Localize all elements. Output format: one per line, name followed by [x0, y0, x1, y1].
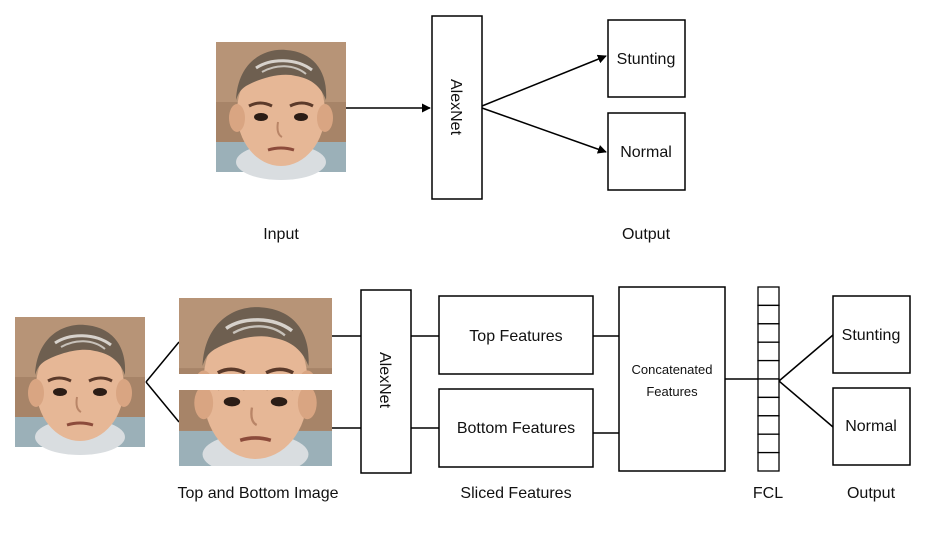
top-input-caption: Input	[263, 226, 299, 243]
line-fcl-to-normal	[778, 380, 834, 428]
bottom-normal-label: Normal	[845, 418, 897, 435]
fcl-cell	[757, 323, 780, 343]
split-line-bottom	[145, 381, 180, 423]
split-line-top	[145, 341, 180, 383]
bottom-input-image	[13, 315, 147, 457]
bottom-stunting-label: Stunting	[842, 327, 901, 344]
fcl-cell	[757, 359, 780, 380]
bottom-features-label: Bottom Features	[457, 420, 575, 437]
top-alexnet-box	[431, 15, 483, 200]
caption-fcl: FCL	[753, 485, 783, 502]
caption-output: Output	[847, 485, 896, 502]
bottom-stunting-box	[832, 295, 911, 374]
concatenated-features-label-line2: Features	[646, 384, 698, 399]
concatenated-features-label-line1: Concatenated	[632, 362, 713, 377]
fcl-cell	[757, 451, 780, 472]
top-normal-box	[607, 112, 686, 191]
fcl-cell	[757, 396, 780, 417]
caption-sliced-features: Sliced Features	[460, 485, 571, 502]
top-features-label: Top Features	[469, 328, 562, 345]
bottom-alexnet-label: AlexNet	[376, 352, 393, 409]
arrow-alexnet-to-stunting	[481, 54, 607, 107]
top-output-caption: Output	[622, 226, 671, 243]
concatenated-features-box	[618, 286, 726, 472]
top-stunting-box	[607, 19, 686, 98]
top-normal-label: Normal	[620, 144, 672, 161]
fcl-cell	[757, 304, 780, 325]
bottom-features-box	[438, 388, 594, 468]
fcl-cell	[757, 341, 780, 362]
caption-top-and-bottom-image: Top and Bottom Image	[178, 485, 339, 502]
top-input-image	[214, 40, 348, 182]
top-features-box	[438, 295, 594, 375]
top-alexnet-label: AlexNet	[447, 79, 464, 136]
top-stunting-label: Stunting	[617, 51, 676, 68]
fcl-cell	[757, 286, 780, 307]
line-fcl-to-stunting	[778, 334, 834, 382]
bottom-alexnet-box	[360, 289, 412, 474]
arrow-alexnet-to-normal	[481, 107, 607, 154]
fcl-cell	[757, 415, 780, 435]
bottom-normal-box	[832, 387, 911, 466]
fcl-cell	[757, 433, 780, 454]
fcl-cell	[757, 378, 780, 399]
fcl-layer	[757, 286, 780, 472]
